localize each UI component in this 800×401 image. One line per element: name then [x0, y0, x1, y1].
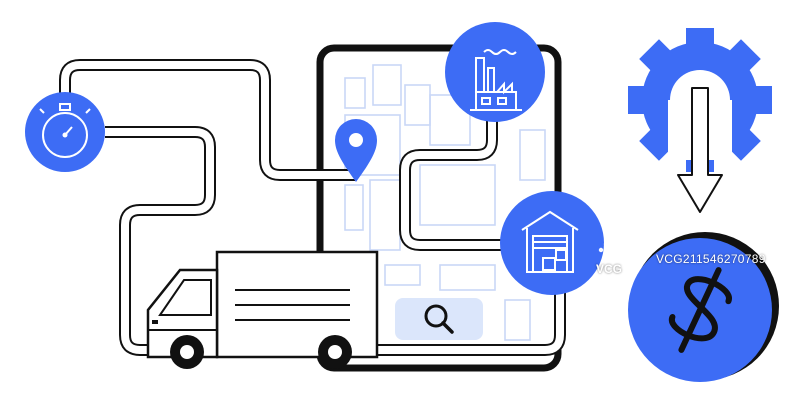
watermark-id: VCG211546270789	[656, 252, 766, 266]
search-box	[395, 298, 483, 340]
warehouse-icon	[500, 191, 604, 295]
delivery-truck-icon	[146, 250, 379, 369]
watermark-brand: VCG	[596, 262, 623, 276]
route-path	[59, 59, 566, 356]
search-icon	[424, 304, 454, 334]
map-pin-icon	[335, 119, 377, 182]
dollar-coin-icon	[628, 232, 779, 382]
factory-icon	[445, 22, 545, 122]
down-arrow-icon	[677, 87, 723, 213]
stopwatch-icon	[25, 92, 105, 172]
watermark-logo	[598, 237, 632, 286]
